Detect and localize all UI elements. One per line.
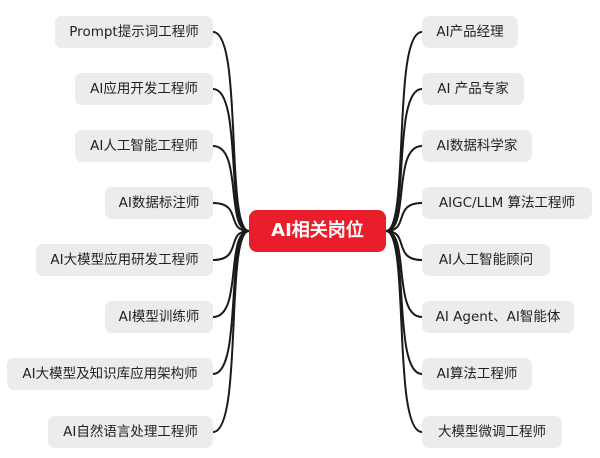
connector-left-2 bbox=[212, 88, 250, 232]
left-node-5: AI大模型应用研发工程师 bbox=[36, 244, 213, 276]
connector-left-8 bbox=[212, 230, 250, 433]
right-node-2: AI 产品专家 bbox=[422, 73, 524, 105]
connector-right-8 bbox=[385, 230, 423, 433]
left-node-6: AI模型训练师 bbox=[105, 301, 213, 333]
connector-left-4 bbox=[212, 202, 250, 232]
connector-right-2 bbox=[385, 88, 423, 232]
connector-left-3 bbox=[212, 145, 250, 232]
right-node-6: AI Agent、AI智能体 bbox=[422, 301, 574, 333]
left-node-4: AI数据标注师 bbox=[105, 187, 213, 219]
connector-left-5 bbox=[212, 230, 250, 261]
right-node-7: AI算法工程师 bbox=[422, 358, 532, 390]
right-node-3: AI数据科学家 bbox=[422, 130, 532, 162]
right-node-1: AI产品经理 bbox=[422, 16, 518, 48]
connector-right-5 bbox=[385, 230, 423, 261]
right-node-4: AIGC/LLM 算法工程师 bbox=[422, 187, 592, 219]
connector-right-6 bbox=[385, 230, 423, 318]
left-node-1: Prompt提示词工程师 bbox=[55, 16, 213, 48]
center-node: AI相关岗位 bbox=[249, 210, 386, 252]
right-node-5: AI人工智能顾问 bbox=[422, 244, 550, 276]
right-node-8: 大模型微调工程师 bbox=[422, 416, 562, 448]
connector-left-6 bbox=[212, 230, 250, 318]
left-node-7: AI大模型及知识库应用架构师 bbox=[7, 358, 213, 390]
connector-right-3 bbox=[385, 145, 423, 232]
left-node-8: AI自然语言处理工程师 bbox=[48, 416, 213, 448]
connector-right-4 bbox=[385, 202, 423, 232]
left-node-2: AI应用开发工程师 bbox=[75, 73, 213, 105]
left-node-3: AI人工智能工程师 bbox=[75, 130, 213, 162]
